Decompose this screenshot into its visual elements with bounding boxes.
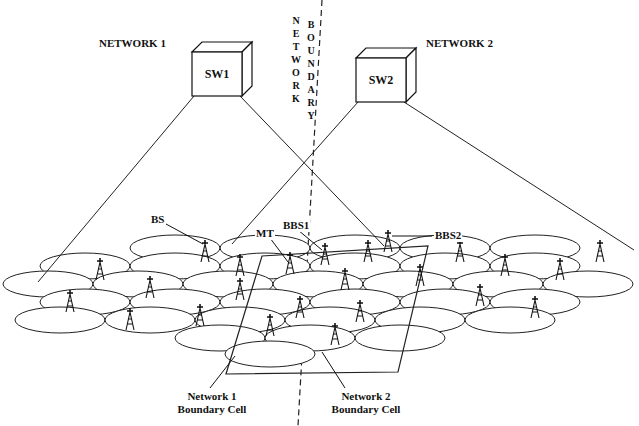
coverage-line bbox=[404, 102, 634, 250]
cell bbox=[355, 325, 445, 351]
part-label: BS bbox=[150, 213, 165, 226]
base-station-tower bbox=[286, 252, 294, 274]
leader-line bbox=[392, 236, 432, 237]
cell bbox=[225, 341, 315, 367]
base-station-tower bbox=[126, 308, 134, 330]
boundary-cell-label: Network 2 Boundary Cell bbox=[322, 390, 410, 415]
base-station-tower bbox=[321, 243, 329, 265]
part-label: BBS2 bbox=[434, 229, 462, 242]
base-station-tower bbox=[296, 296, 304, 318]
coverage-line bbox=[38, 96, 194, 282]
leader-line bbox=[298, 230, 322, 250]
cell bbox=[105, 307, 195, 333]
cell bbox=[15, 307, 105, 333]
base-station-tower bbox=[341, 268, 349, 290]
base-station-tower bbox=[531, 296, 539, 318]
part-label: BBS1 bbox=[282, 219, 310, 232]
leader-line bbox=[270, 238, 288, 262]
network-title: NETWORK 1 bbox=[98, 37, 167, 50]
base-station-tower bbox=[236, 254, 244, 276]
base-station-tower bbox=[596, 240, 604, 262]
switch-label: SW1 bbox=[197, 67, 238, 82]
leader-line bbox=[322, 352, 345, 388]
switch-box: SW2 bbox=[356, 58, 406, 102]
cell-group bbox=[3, 235, 633, 367]
boundary-text: BOUNDARY bbox=[305, 18, 317, 122]
tower-group bbox=[66, 230, 604, 345]
boundary-region bbox=[226, 246, 428, 374]
switch-box: SW1 bbox=[192, 52, 242, 96]
base-station-tower bbox=[384, 230, 392, 252]
leader-line bbox=[166, 224, 203, 244]
leader-line bbox=[210, 356, 235, 388]
cell bbox=[465, 307, 555, 333]
base-station-tower bbox=[364, 240, 372, 262]
boundary-cell-label: Network 1 Boundary Cell bbox=[168, 390, 256, 415]
base-station-tower bbox=[96, 258, 104, 280]
base-station-tower bbox=[556, 258, 564, 280]
switch-label: SW2 bbox=[361, 73, 402, 88]
base-station-tower bbox=[236, 278, 244, 300]
base-station-tower bbox=[416, 264, 424, 286]
coverage-line bbox=[232, 102, 358, 244]
part-label: MT bbox=[255, 227, 275, 240]
base-station-tower bbox=[456, 240, 464, 262]
base-station-tower bbox=[146, 276, 154, 298]
network-title: NETWORK 2 bbox=[425, 37, 494, 50]
base-station-tower bbox=[196, 304, 204, 326]
base-station-tower bbox=[66, 290, 74, 312]
base-station-tower bbox=[501, 254, 509, 276]
base-station-tower bbox=[331, 323, 339, 345]
base-station-tower bbox=[356, 300, 364, 322]
base-station-tower bbox=[266, 314, 274, 336]
base-station-tower bbox=[476, 284, 484, 306]
boundary-text: NETWORK bbox=[290, 14, 302, 105]
